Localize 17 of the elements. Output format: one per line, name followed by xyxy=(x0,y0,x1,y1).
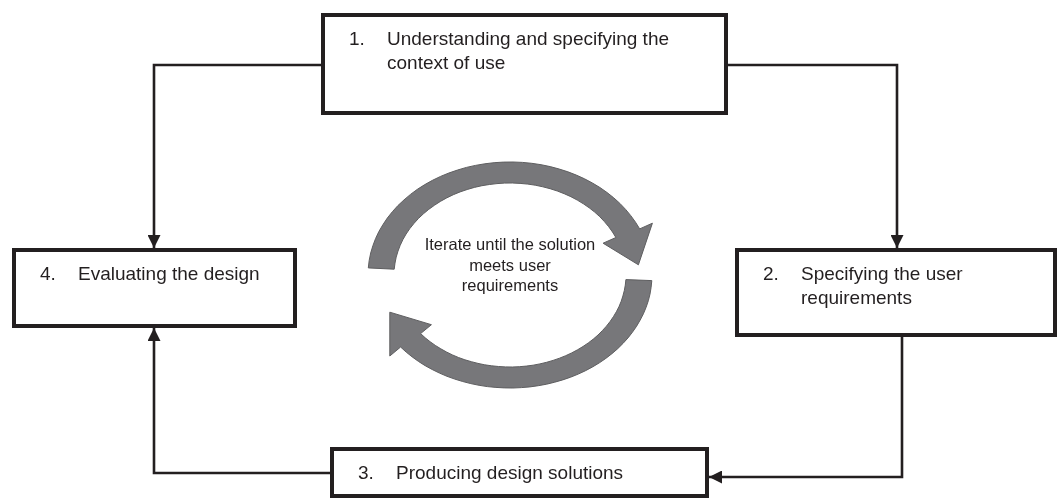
step-number: 1. xyxy=(349,27,366,51)
step-text: Specifying the user requirements xyxy=(801,262,964,310)
connector-arrow xyxy=(147,63,321,248)
process-box xyxy=(330,447,709,498)
connector-arrow xyxy=(728,63,904,248)
process-box xyxy=(735,248,1057,337)
step-number: 4. xyxy=(40,262,57,286)
step-text: Producing design solutions xyxy=(396,461,625,485)
process-box xyxy=(12,248,297,328)
step-text: Evaluating the design xyxy=(78,262,261,286)
step-text: Understanding and specifying the context of use xyxy=(387,27,671,75)
step-number: 2. xyxy=(763,262,780,286)
step-number: 3. xyxy=(358,461,375,485)
process-box xyxy=(321,13,728,115)
connector-arrow xyxy=(709,337,904,484)
connector-arrow xyxy=(147,328,330,475)
cycle-caption: Iterate until the solution meets user requirements xyxy=(423,234,597,296)
